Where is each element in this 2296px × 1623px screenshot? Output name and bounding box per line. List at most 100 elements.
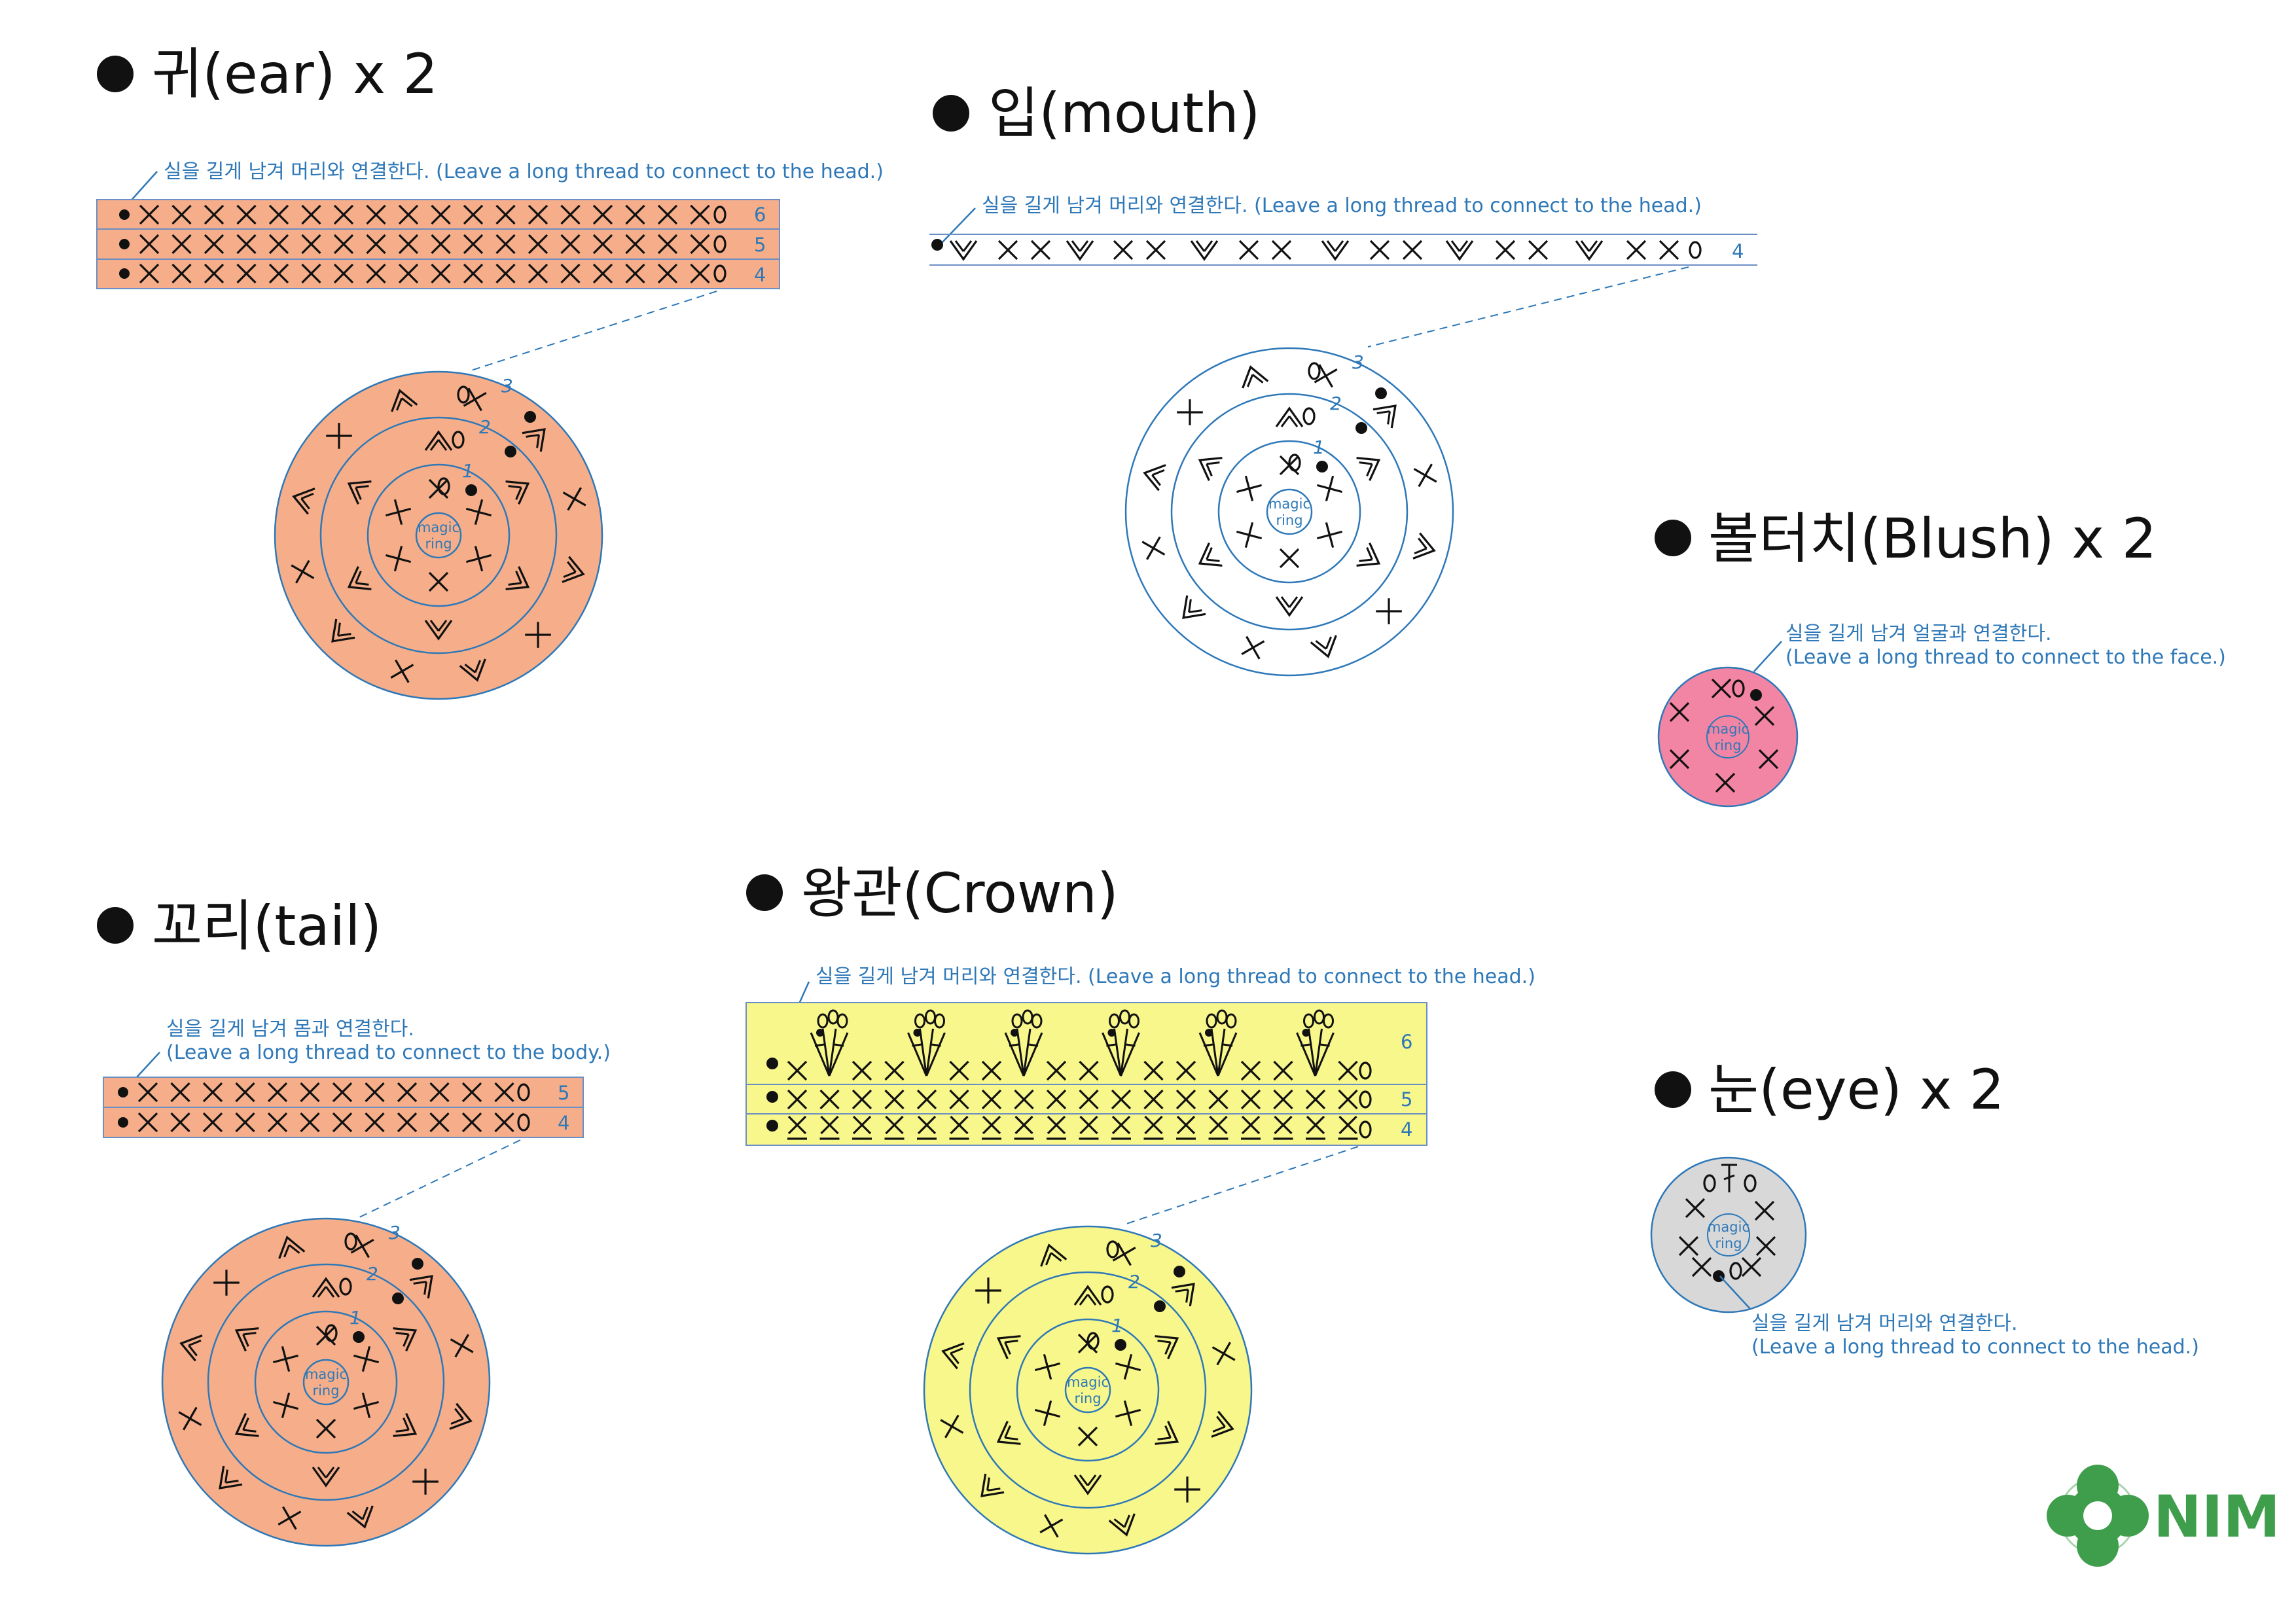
start-dot (412, 1258, 423, 1270)
start-dot (766, 1091, 778, 1103)
title-bullet (746, 874, 783, 911)
magic-ring-label: magic (1067, 1374, 1109, 1390)
magic-ring-circle (1266, 488, 1313, 535)
crown-zoom-line (1122, 1146, 1359, 1226)
flower-icon (2047, 1465, 2149, 1567)
ear-row-stitches (119, 204, 726, 284)
single-crochet-symbol (997, 240, 1018, 260)
blush-note-1: 실을 길게 남겨 얼굴과 연결한다. (1785, 622, 2051, 645)
single-crochet-symbol (1659, 240, 1679, 260)
blush-chart: 실을 길게 남겨 얼굴과 연결한다. (Leave a long thread … (1657, 622, 2226, 808)
tail-zoom-line (356, 1139, 521, 1219)
single-crochet-symbol (1030, 240, 1051, 260)
title-tail: 꼬리(tail) (97, 894, 382, 958)
ear-row-chart: 실을 길게 남겨 머리와 연결한다. (Leave a long thread … (96, 160, 884, 289)
start-dot (465, 484, 477, 496)
round-3-number: 3 (1151, 1230, 1162, 1251)
magic-ring-circle (302, 1359, 350, 1406)
single-crochet-symbol (1145, 240, 1166, 260)
mouth-note: 실을 길게 남겨 머리와 연결한다. (Leave a long thread … (982, 194, 1702, 217)
nim-logo: NIM (2047, 1465, 2280, 1567)
round-1-circle (367, 463, 511, 607)
crown-row-4: 4 (1401, 1118, 1412, 1141)
start-dot (505, 446, 516, 457)
title-eye: 눈(eye) x 2 (1655, 1058, 2004, 1122)
magic-ring-circle (1064, 1366, 1111, 1414)
eye-note-1: 실을 길게 남겨 머리와 연결한다. (1751, 1312, 2017, 1335)
increase-symbol (1575, 240, 1604, 260)
single-crochet-symbol (1238, 240, 1259, 260)
ear-row-5: 5 (754, 234, 766, 256)
blush-magic-ring: magic (1707, 721, 1749, 737)
magic-ring-label: magic (418, 520, 459, 535)
title-eye-text: 눈(eye) x 2 (1708, 1058, 2004, 1122)
single-crochet-symbol (1528, 240, 1549, 260)
title-tail-text: 꼬리(tail) (152, 894, 382, 958)
magic-ring-label-2: ring (1276, 512, 1302, 528)
tail-row-5: 5 (558, 1082, 569, 1104)
start-dot (1115, 1339, 1126, 1351)
mouth-row-4: 4 (1732, 240, 1744, 262)
mouth-row-stitches (931, 239, 1702, 260)
round-1-circle (1217, 440, 1361, 584)
start-dot (524, 411, 536, 423)
round-3-number: 3 (501, 375, 513, 397)
tail-row-4: 4 (558, 1112, 569, 1134)
title-mouth: 입(mouth) (933, 81, 1260, 145)
title-blush-text: 볼터치(Blush) x 2 (1708, 507, 2157, 571)
logo-text: NIM (2153, 1483, 2280, 1550)
start-dot (353, 1331, 365, 1343)
chain-symbol (1689, 241, 1702, 259)
ear-row-4: 4 (754, 264, 766, 286)
magic-ring-label: magic (1268, 496, 1310, 512)
round-2-number: 2 (367, 1263, 378, 1285)
single-crochet-symbol (1402, 240, 1423, 260)
increase-symbol (949, 240, 978, 260)
title-bullet (1655, 1071, 1691, 1108)
title-ear: 귀(ear) x 2 (97, 42, 438, 106)
crown-row-chart: 실을 길게 남겨 머리와 연결한다. (Leave a long thread … (745, 965, 1535, 1146)
round-2-number: 2 (1128, 1271, 1140, 1293)
title-blush: 볼터치(Blush) x 2 (1655, 507, 2157, 571)
crown-row-5: 5 (1401, 1088, 1412, 1111)
single-crochet-symbol (1113, 240, 1134, 260)
title-bullet (1655, 520, 1691, 556)
start-dot (119, 209, 130, 220)
ear-row-6: 6 (754, 204, 766, 226)
round-1-circle (254, 1310, 398, 1454)
round-1-number: 1 (350, 1307, 361, 1329)
title-bullet (97, 56, 134, 92)
tail-note-1: 실을 길게 남겨 몸과 연결한다. (166, 1018, 414, 1041)
title-ear-text: 귀(ear) x 2 (152, 42, 438, 106)
crown-row-6: 6 (1401, 1031, 1412, 1053)
magic-ring-label-2: ring (425, 536, 452, 552)
magic-ring-label-2: ring (1074, 1391, 1101, 1406)
eye-magic-ring: magic (1708, 1219, 1749, 1235)
single-crochet-symbol (1271, 240, 1292, 260)
start-dot (1355, 422, 1367, 434)
start-dot (1375, 387, 1387, 399)
round-3-number: 3 (389, 1222, 401, 1243)
round-1-circle (1016, 1318, 1160, 1462)
title-crown-text: 왕관(Crown) (801, 861, 1119, 925)
ear-note: 실을 길게 남겨 머리와 연결한다. (Leave a long thread … (164, 160, 884, 183)
round-1-number: 1 (1313, 437, 1325, 458)
title-crown: 왕관(Crown) (746, 861, 1119, 925)
round-1-number: 1 (1111, 1315, 1123, 1336)
title-bullet (97, 907, 134, 944)
title-bullet (933, 95, 969, 132)
start-dot (118, 1087, 128, 1097)
round-3-number: 3 (1352, 351, 1364, 373)
title-mouth-text: 입(mouth) (988, 81, 1260, 145)
mouth-zoom-line (1367, 266, 1689, 348)
increase-symbol (1321, 240, 1350, 260)
start-dot (119, 239, 130, 249)
round-1-number: 1 (462, 460, 474, 482)
start-dot (392, 1293, 404, 1304)
increase-symbol (1445, 240, 1474, 260)
blush-note-2: (Leave a long thread to connect to the f… (1785, 646, 2226, 669)
